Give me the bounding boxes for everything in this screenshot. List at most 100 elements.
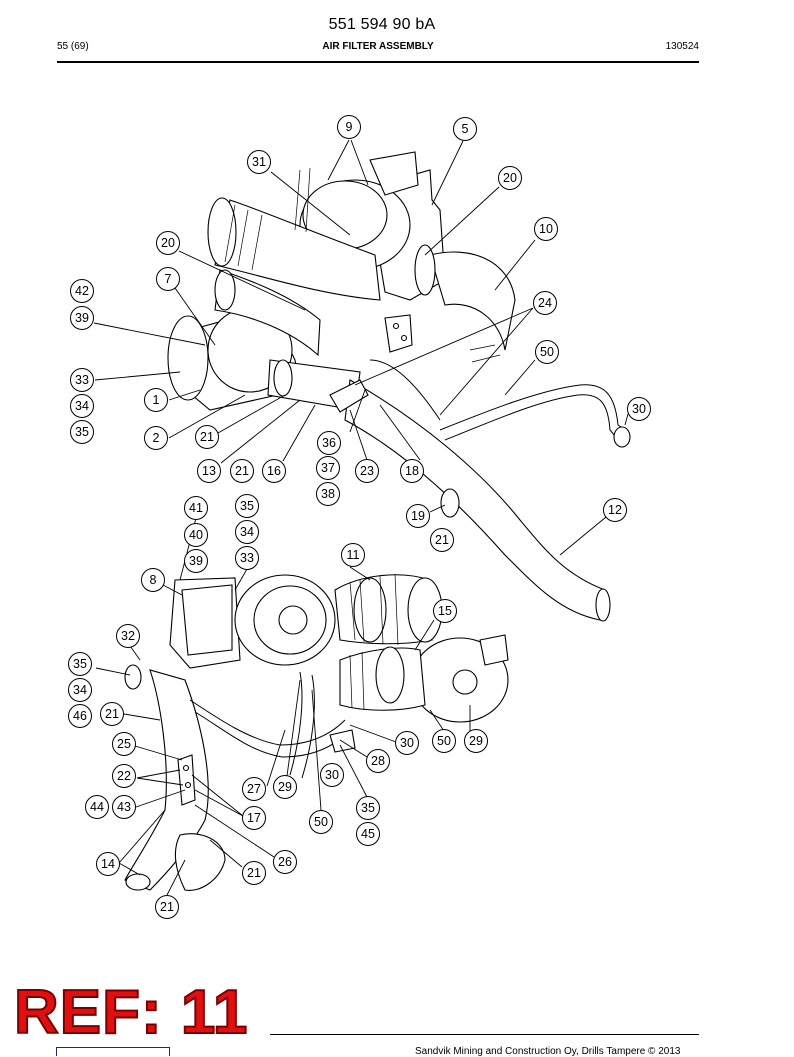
callout-1: 1 (144, 388, 168, 412)
footer-copyright: Sandvik Mining and Construction Oy, Dril… (415, 1046, 681, 1057)
callout-21: 21 (195, 425, 219, 449)
svg-text:42: 42 (75, 284, 89, 298)
svg-text:43: 43 (117, 800, 131, 814)
callout-35: 35 (356, 796, 380, 820)
callout-31: 31 (247, 150, 271, 174)
callout-30: 30 (320, 763, 344, 787)
exploded-parts-drawing: 9 5 31 20 10 20 7 42 39 24 50 33 1 34 35… (68, 115, 651, 919)
document-number: 551 594 90 bA (328, 16, 436, 33)
callout-34: 34 (68, 678, 92, 702)
callout-44: 44 (85, 795, 109, 819)
callout-26: 26 (273, 850, 297, 874)
callout-5: 5 (453, 117, 477, 141)
svg-text:15: 15 (438, 604, 452, 618)
callout-30: 30 (395, 731, 419, 755)
svg-text:50: 50 (437, 734, 451, 748)
svg-text:35: 35 (361, 801, 375, 815)
page-index: 55 (69) (57, 41, 89, 52)
callout-28: 28 (366, 749, 390, 773)
svg-text:11: 11 (347, 548, 360, 562)
svg-text:29: 29 (469, 734, 483, 748)
page-header: AIR FILTER ASSEMBLY 55 (69) 130524 (57, 41, 699, 55)
svg-text:29: 29 (278, 780, 292, 794)
svg-text:31: 31 (252, 155, 266, 169)
callout-39: 39 (70, 306, 94, 330)
svg-text:27: 27 (247, 782, 261, 796)
svg-text:19: 19 (411, 509, 425, 523)
callout-46: 46 (68, 704, 92, 728)
svg-text:41: 41 (189, 501, 203, 515)
callout-41: 41 (184, 496, 208, 520)
date-code: 130524 (665, 41, 699, 52)
svg-text:16: 16 (267, 464, 281, 478)
svg-text:5: 5 (462, 122, 469, 136)
callout-37: 37 (316, 456, 340, 480)
callout-11: 11 (341, 543, 365, 567)
section-title: AIR FILTER ASSEMBLY (322, 41, 434, 52)
svg-text:39: 39 (75, 311, 89, 325)
callout-38: 38 (316, 482, 340, 506)
sandvik-logo-icon (56, 1047, 170, 1056)
callout-21: 21 (100, 702, 124, 726)
callout-15: 15 (433, 599, 457, 623)
callout-34: 34 (235, 520, 259, 544)
svg-text:35: 35 (75, 425, 89, 439)
svg-text:30: 30 (325, 768, 339, 782)
callout-27: 27 (242, 777, 266, 801)
svg-text:30: 30 (400, 736, 414, 750)
callout-13: 13 (197, 459, 221, 483)
callout-33: 33 (235, 546, 259, 570)
svg-text:10: 10 (539, 222, 553, 236)
svg-text:25: 25 (117, 737, 131, 751)
svg-text:14: 14 (101, 857, 115, 871)
svg-text:46: 46 (73, 709, 87, 723)
callout-29: 29 (464, 729, 488, 753)
svg-text:33: 33 (75, 373, 89, 387)
svg-text:21: 21 (235, 464, 249, 478)
upper-filter-assembly (167, 151, 631, 622)
callout-50: 50 (309, 810, 333, 834)
callout-43: 43 (112, 795, 136, 819)
callout-2: 2 (144, 426, 168, 450)
callout-34: 34 (70, 394, 94, 418)
svg-text:33: 33 (240, 551, 254, 565)
callout-32: 32 (116, 624, 140, 648)
svg-text:45: 45 (361, 827, 375, 841)
svg-text:38: 38 (321, 487, 335, 501)
callout-7: 7 (156, 267, 180, 291)
callout-42: 42 (70, 279, 94, 303)
svg-text:18: 18 (405, 464, 419, 478)
svg-text:22: 22 (117, 769, 131, 783)
svg-text:40: 40 (189, 528, 203, 542)
callout-16: 16 (262, 459, 286, 483)
lower-filter-assembly (124, 573, 509, 891)
callout-50: 50 (535, 340, 559, 364)
callout-18: 18 (400, 459, 424, 483)
svg-text:32: 32 (121, 629, 135, 643)
svg-text:21: 21 (247, 866, 261, 880)
callout-35: 35 (235, 494, 259, 518)
svg-text:12: 12 (608, 503, 622, 517)
svg-text:23: 23 (360, 464, 374, 478)
svg-text:21: 21 (105, 707, 119, 721)
svg-text:7: 7 (165, 272, 172, 286)
callout-17: 17 (242, 806, 266, 830)
footer-rule (270, 1034, 699, 1035)
callout-20: 20 (498, 166, 522, 190)
callout-25: 25 (112, 732, 136, 756)
header-rule (57, 61, 699, 63)
callout-22: 22 (112, 764, 136, 788)
svg-text:21: 21 (435, 533, 449, 547)
svg-text:21: 21 (160, 900, 174, 914)
svg-text:37: 37 (321, 461, 335, 475)
callout-19: 19 (406, 504, 430, 528)
callout-45: 45 (356, 822, 380, 846)
callout-24: 24 (533, 291, 557, 315)
callout-39: 39 (184, 549, 208, 573)
svg-text:35: 35 (73, 657, 87, 671)
svg-text:13: 13 (202, 464, 216, 478)
callout-12: 12 (603, 498, 627, 522)
svg-text:44: 44 (90, 800, 104, 814)
svg-text:26: 26 (278, 855, 292, 869)
svg-text:34: 34 (73, 683, 87, 697)
